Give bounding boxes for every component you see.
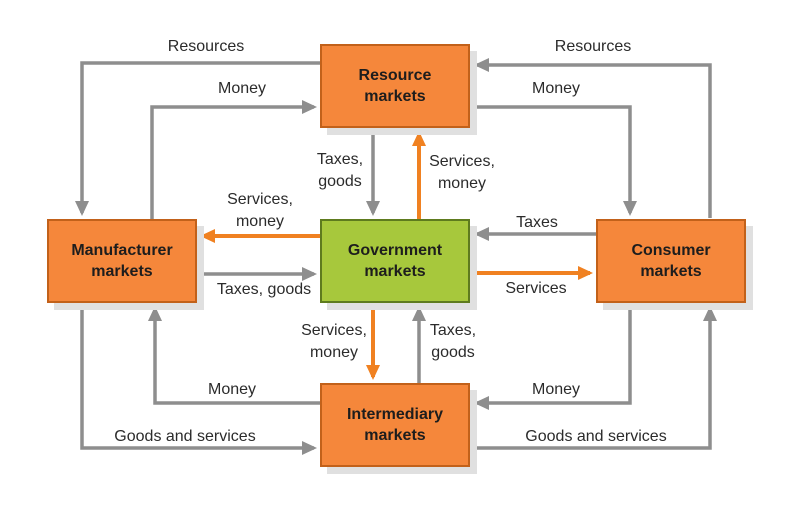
manufacturer-markets-node: Manufacturer markets	[47, 219, 197, 303]
resource-markets-node: Resource markets	[320, 44, 470, 128]
intermediary-markets-node: Intermediary markets	[320, 383, 470, 467]
flow-label-taxes-goods-lower: Taxes, goods	[429, 322, 477, 361]
flow-label-resources-top-left: Resources	[167, 38, 245, 55]
flow-label-money-bottom-right: Money	[531, 381, 581, 398]
arrow-money-to-resource-left	[150, 100, 317, 219]
flow-label-taxes-right: Taxes	[516, 214, 558, 231]
flow-label-services-money-left: Services, money	[227, 191, 293, 230]
arrow-resources-to-manufacturer	[75, 61, 320, 216]
flow-label-taxes-goods-upper: Taxes, goods	[316, 151, 364, 190]
flow-label-money-bottom-left: Money	[207, 381, 257, 398]
government-markets-node: Government markets	[320, 219, 470, 303]
arrow-money-to-consumer	[470, 105, 637, 216]
flow-label-services-money-upper: Services, money	[429, 153, 495, 192]
arrow-goods-services-to-consumer	[470, 306, 717, 450]
flow-label-services-money-lower: Services, money	[301, 322, 367, 361]
flow-label-money-top-right: Money	[531, 80, 581, 97]
arrow-money-to-manufacturer	[148, 306, 320, 405]
flow-label-goods-services-bottom-left: Goods and services	[114, 428, 256, 445]
arrow-resources-to-resource-right	[474, 58, 712, 218]
flow-label-money-top-left: Money	[217, 80, 267, 97]
flow-label-services-right: Services	[505, 280, 567, 297]
consumer-markets-node: Consumer markets	[596, 219, 746, 303]
flow-label-resources-top-right: Resources	[554, 38, 632, 55]
flow-label-taxes-goods-left: Taxes, goods	[216, 281, 312, 298]
flow-label-goods-services-bottom-right: Goods and services	[525, 428, 667, 445]
arrow-money-to-intermediary	[474, 303, 632, 410]
arrow-goods-services-to-intermediary	[80, 303, 317, 455]
